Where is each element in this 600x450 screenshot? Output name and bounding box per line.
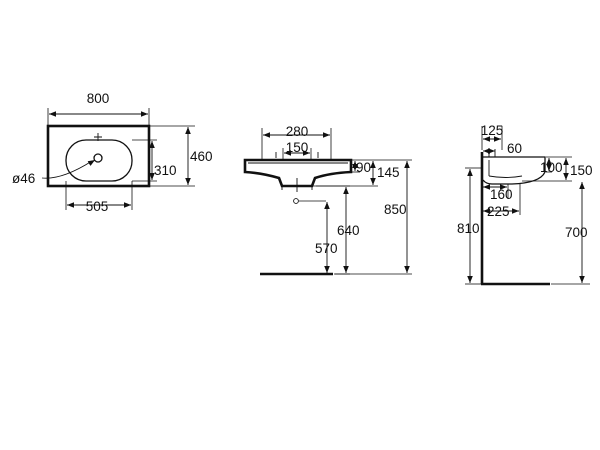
- tap-hole: [93, 153, 103, 163]
- tap-hole-side-marks: [488, 149, 496, 157]
- mounting-height-label: 850: [384, 202, 407, 217]
- offset-b-label: 60: [507, 141, 522, 156]
- hole-diameter-label: ø46: [12, 171, 35, 186]
- tap-inner-label: 150: [286, 140, 309, 155]
- basin-outline: [46, 124, 151, 188]
- basin-front-profile: [243, 158, 353, 188]
- trap-height-label: 570: [315, 241, 338, 256]
- width-label: 800: [87, 91, 110, 106]
- bowl-outline: [65, 139, 133, 182]
- tap-hole-marks: [275, 152, 319, 158]
- hole-diameter-leader: [41, 160, 93, 179]
- projection-a-label: 160: [490, 187, 513, 202]
- overall-height-label: 145: [377, 165, 400, 180]
- waste-outlet: [293, 198, 299, 204]
- projection-b-label: 225: [487, 204, 510, 219]
- side-view: 125 60 100 150 160 225 810 700: [457, 123, 593, 286]
- bowl-depth-label: 310: [154, 163, 177, 178]
- basin-side-profile: [482, 156, 546, 185]
- top-height-label: 100: [540, 160, 563, 175]
- wall-height-label: 810: [457, 221, 480, 236]
- offset-a-label: 125: [481, 123, 504, 138]
- top-total-label: 150: [570, 163, 593, 178]
- tap-hole-cross-icon: [94, 133, 102, 141]
- rim-height-label: 90: [356, 160, 371, 175]
- top-view: 800 460 310 505 ø46: [12, 91, 213, 214]
- front-view: 280 150 90 145 640 570 850: [243, 124, 412, 276]
- waste-height-label: 640: [337, 223, 360, 238]
- floor-height-label: 700: [565, 225, 588, 240]
- bowl-width-label: 505: [86, 199, 109, 214]
- tap-span-label: 280: [286, 124, 309, 139]
- depth-label: 460: [190, 149, 213, 164]
